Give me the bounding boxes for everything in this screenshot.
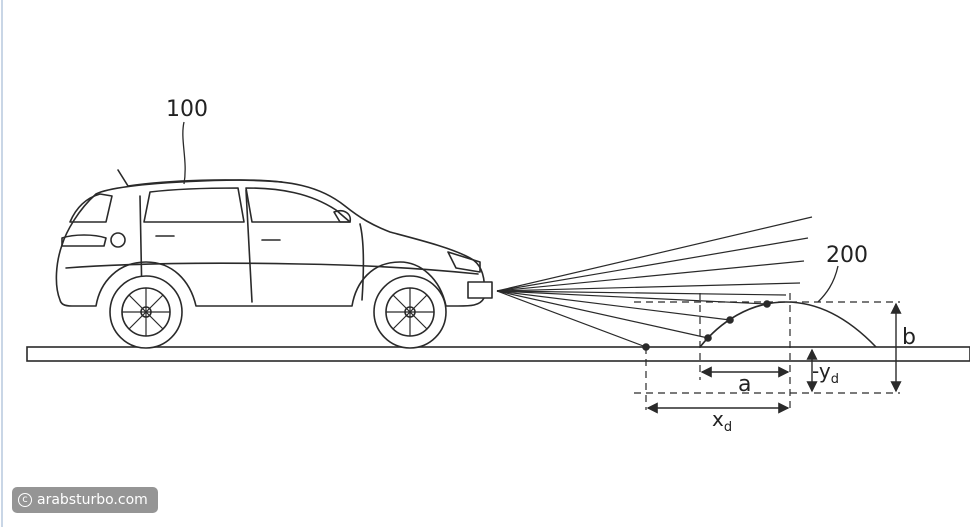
rear-side-window xyxy=(143,187,245,223)
leader-lines xyxy=(182,121,839,303)
label-xd-sub: d xyxy=(724,420,732,435)
rear-window xyxy=(69,193,113,223)
label-yd-main: -y xyxy=(812,359,831,383)
front-side-window xyxy=(245,187,351,223)
label-a: a xyxy=(738,372,751,397)
label-xd-main: x xyxy=(712,407,724,431)
copyright-icon: c xyxy=(18,493,32,507)
label-b: b xyxy=(902,325,916,350)
label-yd-sub: d xyxy=(831,372,839,387)
sensor-beams xyxy=(496,216,813,348)
vehicle xyxy=(55,169,493,349)
label-bump: 200 xyxy=(826,243,868,268)
label-yd: -yd xyxy=(812,359,839,387)
rear-wheel xyxy=(109,275,183,349)
front-wheel xyxy=(373,275,447,349)
dimensions xyxy=(646,302,902,414)
reference-lines xyxy=(634,293,900,410)
label-xd: xd xyxy=(712,407,732,435)
label-vehicle: 100 xyxy=(166,97,208,122)
speed-bump xyxy=(642,300,877,351)
watermark-text: arabsturbo.com xyxy=(37,492,148,508)
road xyxy=(26,346,970,362)
watermark: c arabsturbo.com xyxy=(12,487,158,513)
front-sensor xyxy=(467,281,493,299)
